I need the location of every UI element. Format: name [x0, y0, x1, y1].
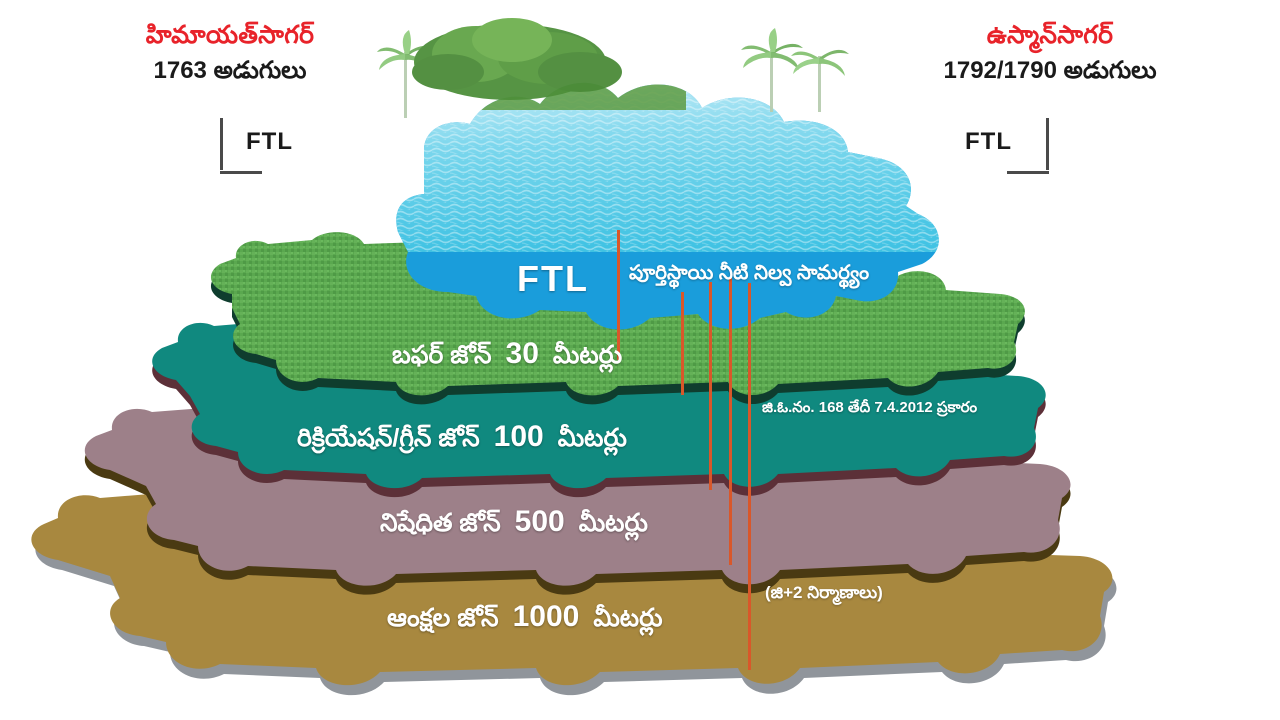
- connector-line-green: [709, 282, 712, 490]
- zone-unit-restricted: మీటర్లు: [578, 509, 648, 537]
- zone-unit-limit: మీటర్లు: [593, 604, 663, 632]
- lake-level-osman-sagar: 1792/1790 అడుగులు: [943, 56, 1157, 84]
- zone-value-green: 100: [493, 420, 544, 453]
- note-ftl-meaning: పూర్తిస్థాయి నీటి నిల్వ సామర్థ్యం: [629, 262, 870, 284]
- zone-value-limit: 1000: [512, 600, 580, 633]
- zone-unit-green: మీటర్లు: [557, 424, 627, 452]
- ftl-bracket-left-vertical: [220, 118, 223, 170]
- zone-name-green: రిక్రియేషన్/గ్రీన్ జోన్: [297, 424, 480, 452]
- connector-line-limit: [748, 283, 751, 670]
- ftl-bracket-right-label: FTL: [965, 128, 1012, 155]
- zone-caption-restricted: నిషేధిత జోన్ 500 మీటర్లు: [380, 505, 648, 544]
- ftl-bracket-right-vertical: [1046, 118, 1049, 170]
- ftl-bracket-right: FTL: [965, 118, 1095, 174]
- lake-name-osman-sagar: ఉస్మాన్‌సాగర్: [986, 21, 1114, 49]
- connector-line-ftl: [617, 230, 620, 360]
- connector-line-restrict: [729, 278, 732, 565]
- zone-caption-green: రిక్రియేషన్/గ్రీన్ జోన్ 100 మీటర్లు: [297, 420, 627, 459]
- zone-name-ftl: FTL: [517, 258, 589, 299]
- note-construction: (జి+2 నిర్మాణాలు): [765, 583, 883, 602]
- zone-unit-buffer: మీటర్లు: [552, 341, 623, 369]
- zone-name-restricted: నిషేధిత జోన్: [380, 509, 501, 537]
- zone-value-restricted: 500: [514, 505, 565, 538]
- note-go-reference: జి.ఓ.నం. 168 తేదీ 7.4.2012 ప్రకారం: [762, 399, 978, 416]
- zone-value-buffer: 30: [505, 337, 539, 370]
- ftl-bracket-left-horizontal: [220, 171, 262, 174]
- zone-name-buffer: బఫర్ జోన్: [392, 341, 492, 369]
- zone-name-limit: ఆంక్షల జోన్: [387, 604, 499, 632]
- lake-label-osman-sagar: ఉస్మాన్‌సాగర్ 1792/1790 అడుగులు: [855, 21, 1245, 84]
- ftl-bracket-left-label: FTL: [246, 128, 293, 155]
- lake-level-himayat-sagar: 1763 అడుగులు: [153, 56, 307, 84]
- zone-caption-ftl: FTL: [517, 258, 589, 300]
- zone-caption-limit: ఆంక్షల జోన్ 1000 మీటర్లు: [387, 600, 663, 639]
- ftl-bracket-left: FTL: [220, 118, 350, 174]
- lake-label-himayat-sagar: హిమాయత్‌సాగర్ 1763 అడుగులు: [40, 21, 420, 84]
- palm-trees: [377, 18, 849, 118]
- zone-caption-buffer: బఫర్ జోన్ 30 మీటర్లు: [392, 337, 622, 376]
- connector-line-buffer: [681, 292, 684, 395]
- lake-name-himayat-sagar: హిమాయత్‌సాగర్: [145, 21, 315, 49]
- ftl-bracket-right-horizontal: [1007, 171, 1049, 174]
